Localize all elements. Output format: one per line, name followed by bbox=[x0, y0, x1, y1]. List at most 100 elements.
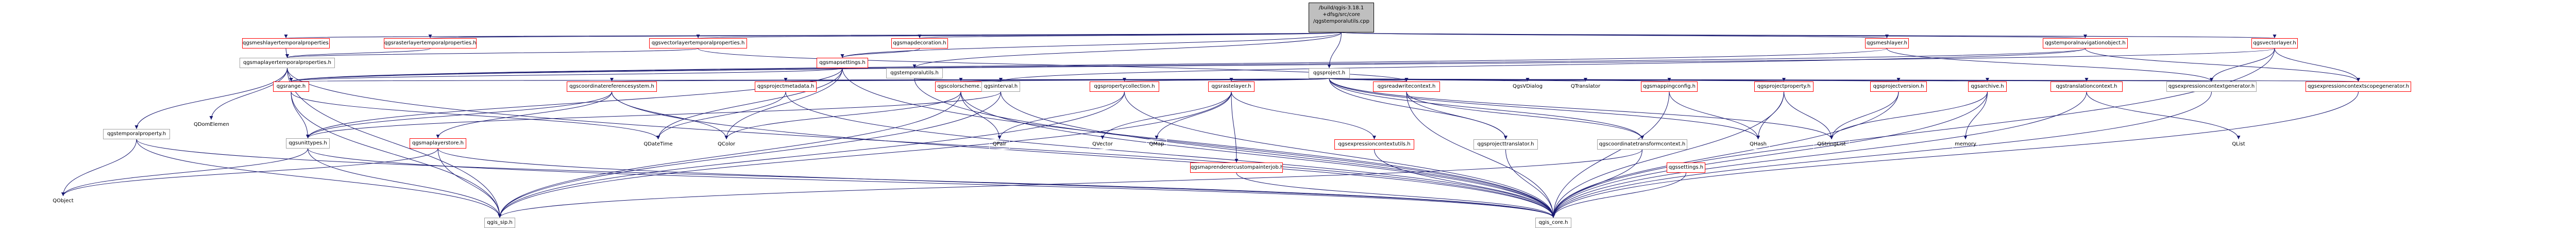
node-label: qgsproject.h bbox=[1313, 70, 1346, 76]
graph-node[interactable]: qgssettings.h bbox=[1667, 162, 1705, 173]
graph-node[interactable]: qgsvectorlayertemporalproperties.h bbox=[649, 38, 747, 48]
node-label: qgstemporalutils.h bbox=[890, 70, 939, 76]
graph-node[interactable]: qgscolorscheme.h bbox=[935, 82, 987, 92]
graph-node[interactable]: qgsrasterlayertemporalproperties.h bbox=[384, 38, 477, 48]
graph-node[interactable]: qgsvectorlayer.h bbox=[2251, 38, 2298, 48]
graph-node[interactable]: qgsmaplayerstore.h bbox=[410, 138, 466, 149]
dependency-edge bbox=[1231, 91, 1376, 140]
dependency-edge bbox=[785, 91, 1555, 218]
graph-node[interactable]: qgsmaprenderercustompainterjob.h bbox=[1190, 162, 1283, 173]
node-label: QTranslator bbox=[1570, 84, 1601, 89]
dependency-edge bbox=[612, 91, 728, 140]
dependency-edge bbox=[1329, 78, 1834, 140]
graph-node[interactable]: qgsmaplayertemporalproperties.h bbox=[240, 58, 335, 68]
dependency-edge bbox=[1551, 48, 2275, 218]
dependency-edge bbox=[1551, 91, 1988, 218]
graph-node[interactable]: qgsmeshlayertemporalproperties.h bbox=[242, 38, 330, 48]
dependency-edge bbox=[287, 68, 1555, 218]
graph-node[interactable]: qgsmappingconfig.h bbox=[1641, 82, 1698, 92]
root-node[interactable]: /build/qgis-3.18.1 +dfsg/src/core /qgste… bbox=[1309, 3, 1374, 32]
node-label: qgstemporalproperty.h bbox=[107, 131, 166, 137]
graph-node: QStringList bbox=[1814, 139, 1850, 150]
graph-node[interactable]: qgsrastelayer.h bbox=[1208, 82, 1255, 92]
graph-node[interactable]: qgsarchive.h bbox=[1968, 82, 2007, 92]
graph-node: QTranslator bbox=[1566, 82, 1605, 92]
node-label: qgsinterval.h bbox=[984, 84, 1018, 89]
node-label: qgsprojectproperty.h bbox=[1757, 84, 1811, 89]
graph-node[interactable]: qgsexpressioncontextgenerator.h bbox=[2166, 82, 2257, 92]
dependency-edge bbox=[1551, 91, 1899, 218]
graph-node[interactable]: qgsproject.h bbox=[1309, 68, 1350, 78]
dependency-edge bbox=[1329, 78, 1644, 140]
graph-node: QObject bbox=[49, 196, 77, 206]
node-label: qgis_sip.h bbox=[487, 220, 513, 225]
dependency-edge bbox=[724, 68, 843, 140]
graph-node[interactable]: qgsreadwritecontext.h bbox=[1373, 82, 1440, 92]
dependency-edge bbox=[1784, 91, 1834, 140]
dependency-edge bbox=[997, 91, 1125, 140]
graph-node[interactable]: qgsprojectproperty.h bbox=[1754, 82, 1814, 92]
node-label: qgsrange.h bbox=[276, 84, 306, 89]
dependency-edge bbox=[437, 148, 502, 218]
graph-node[interactable]: qgsinterval.h bbox=[981, 82, 1020, 92]
dependency-edge bbox=[1231, 91, 1239, 163]
graph-node[interactable]: qgsprojectmetadata.h bbox=[755, 82, 817, 92]
node-label: qgsprojectmetadata.h bbox=[757, 84, 815, 89]
dependency-edge bbox=[287, 68, 502, 218]
node-label: qgsexpressioncontextgenerator.h bbox=[2168, 84, 2255, 89]
dependency-edge bbox=[285, 48, 289, 58]
node-label: qgsvectorlayer.h bbox=[2253, 40, 2296, 46]
dependency-edge bbox=[1341, 32, 2276, 39]
graph-node[interactable]: qgis_core.h bbox=[1535, 218, 1571, 228]
graph-node[interactable]: qgsprojectversion.h bbox=[1870, 82, 1927, 92]
graph-node[interactable]: qgsexpressioncontextutils.h bbox=[1334, 139, 1414, 150]
dependency-edge bbox=[960, 91, 1555, 218]
dependency-edge bbox=[912, 32, 1342, 69]
graph-node[interactable]: qgsunittypes.h bbox=[286, 138, 330, 149]
dependency-edge bbox=[306, 91, 1001, 139]
graph-node: QMap bbox=[1146, 139, 1167, 150]
dependency-edge bbox=[290, 68, 843, 82]
dependency-edge bbox=[209, 68, 287, 120]
graph-node[interactable]: qgis_sip.h bbox=[484, 218, 515, 228]
dependency-edge bbox=[960, 91, 1002, 140]
node-label: qgis_core.h bbox=[1538, 220, 1568, 225]
edge-layer bbox=[61, 32, 2360, 218]
node-label: QList bbox=[2232, 141, 2245, 147]
graph-node[interactable]: qgsexpressioncontextscopegenerator.h bbox=[2306, 82, 2411, 92]
dependency-edge bbox=[2274, 48, 2360, 82]
node-label: qgsmapdecoration.h bbox=[893, 40, 946, 46]
dependency-edge bbox=[1341, 32, 2087, 39]
graph-node[interactable]: qgsprojecttranslator.h bbox=[1473, 139, 1538, 150]
dependency-edge bbox=[1551, 91, 1784, 218]
graph-node[interactable]: qgsmeshlayer.h bbox=[1865, 38, 1909, 48]
node-label: qgssettings.h bbox=[1668, 165, 1704, 170]
graph-node[interactable]: qgstemporalnavigationobject.h bbox=[2043, 38, 2128, 48]
dependency-edge bbox=[1155, 91, 1232, 140]
graph-node[interactable]: qgsmapdecoration.h bbox=[891, 38, 948, 48]
graph-node[interactable]: qgstemporalutils.h bbox=[886, 68, 943, 78]
graph-node[interactable]: qgsrange.h bbox=[273, 82, 309, 92]
node-label: qgsarchive.h bbox=[1971, 84, 2004, 89]
dependency-edge bbox=[1887, 48, 2213, 82]
graph-node[interactable]: qgscoordinatetransformcontext.h bbox=[1597, 139, 1687, 150]
dependency-edge bbox=[134, 68, 287, 129]
graph-node[interactable]: qgstemporalproperty.h bbox=[103, 129, 170, 139]
root-line-3: /qgstemporalutils.cpp bbox=[1313, 19, 1369, 24]
graph-node: QDateTime bbox=[641, 139, 675, 150]
root-line-2: +dfsg/src/core bbox=[1323, 12, 1360, 18]
dependency-edge bbox=[724, 91, 961, 140]
dependency-edge bbox=[61, 139, 137, 197]
node-label: qgsexpressioncontextutils.h bbox=[1338, 141, 1411, 147]
dependency-edge bbox=[656, 91, 786, 140]
graph-node[interactable]: qgstranslationcontext.h bbox=[2050, 82, 2123, 92]
graph-node[interactable]: qgscoordinatereferencesystem.h bbox=[567, 82, 657, 92]
dependency-edge bbox=[429, 32, 1342, 39]
node-label: QObject bbox=[53, 198, 74, 204]
graph-node[interactable]: qgsmapsettings.h bbox=[817, 58, 868, 68]
node-label: qgstemporalnavigationobject.h bbox=[2045, 40, 2126, 46]
dependency-edge bbox=[1374, 149, 1555, 218]
graph-node[interactable]: qgspropertycollection.h bbox=[1090, 82, 1159, 92]
dependency-edge bbox=[436, 91, 612, 139]
